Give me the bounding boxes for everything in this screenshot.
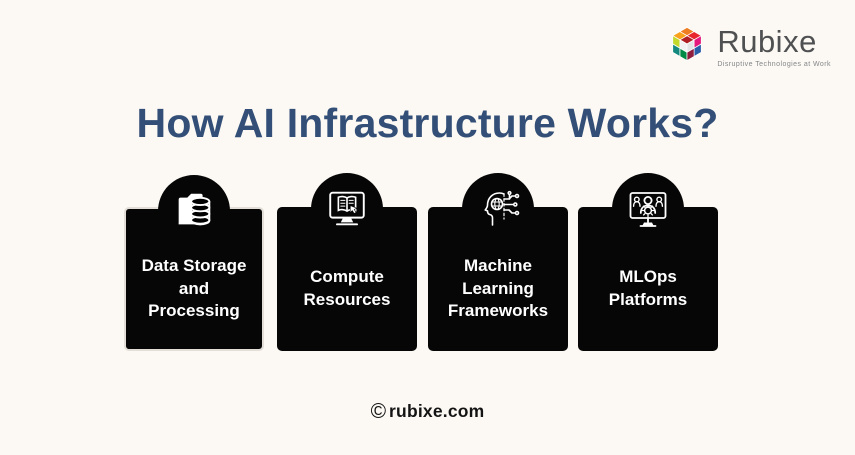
monitor-team-gear-icon: [629, 192, 667, 227]
logo-wordmark: Rubixe: [717, 24, 817, 59]
copyright-icon: ©: [370, 400, 387, 423]
card-label: Compute Resources: [303, 267, 391, 309]
footer-site-text: rubixe.com: [389, 401, 485, 421]
card-label: MLOps Platforms: [608, 267, 688, 309]
card-label: Machine Learning Frameworks: [447, 256, 549, 321]
card-ml-frameworks: Machine Learning Frameworks: [428, 173, 568, 351]
card-label: Data Storage and Processing: [141, 256, 247, 321]
logo-tagline: Disruptive Technologies at Work: [717, 61, 831, 68]
mlops-platforms-icon-badge: [612, 173, 684, 245]
logo-text: Rubixe Disruptive Technologies at Work: [717, 20, 831, 68]
ml-frameworks-icon-badge: [462, 173, 534, 245]
rubixe-cube-icon: [672, 27, 703, 62]
card-data-storage: Data Storage and Processing: [124, 175, 264, 351]
monitor-book-icon: [329, 191, 365, 226]
folder-database-icon: [178, 193, 211, 226]
rubixe-logo: Rubixe Disruptive Technologies at Work: [664, 20, 831, 68]
data-storage-icon-badge: [158, 175, 230, 247]
compute-resources-icon-badge: [311, 173, 383, 245]
card-mlops-platforms: MLOps Platforms: [578, 173, 718, 351]
footer: © rubixe.com: [0, 401, 855, 422]
card-compute-resources: Compute Resources: [277, 173, 417, 351]
page-title: How AI Infrastructure Works?: [136, 100, 719, 146]
ai-head-circuit-icon: [484, 190, 520, 226]
